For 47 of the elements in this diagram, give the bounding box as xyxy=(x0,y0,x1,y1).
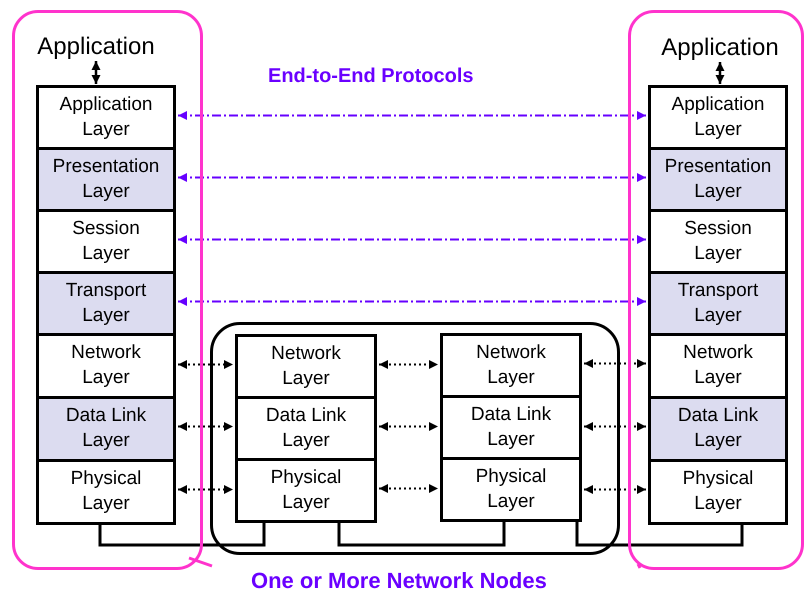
layer-box: Session Layer xyxy=(36,209,176,274)
arrow xyxy=(379,484,438,493)
leader-line xyxy=(188,556,212,568)
arrow xyxy=(716,62,724,84)
layer-box: Data Link Layer xyxy=(440,395,582,460)
network-node-outline xyxy=(210,322,620,555)
arrow xyxy=(584,359,646,368)
arrow xyxy=(178,422,233,431)
link-line xyxy=(338,522,506,546)
arrow xyxy=(584,485,646,494)
arrow xyxy=(178,485,233,494)
end-system-outline xyxy=(12,10,203,570)
arrow xyxy=(379,360,438,369)
layer-box: Transport Layer xyxy=(648,271,788,336)
end-system-outline xyxy=(628,10,804,570)
layer-box: Network Layer xyxy=(440,333,582,398)
arrow xyxy=(379,422,438,431)
layer-box: Session Layer xyxy=(648,209,788,274)
layer-box: Physical Layer xyxy=(648,459,788,525)
arrow xyxy=(584,422,646,431)
layer-box: Physical Layer xyxy=(235,458,377,523)
layer-box: Physical Layer xyxy=(440,457,582,522)
layer-box: Network Layer xyxy=(648,333,788,399)
layer-box: Application Layer xyxy=(36,85,176,150)
arrow xyxy=(178,360,233,369)
arrow xyxy=(178,173,646,182)
layer-box: Data Link Layer xyxy=(36,396,176,462)
link-line xyxy=(576,522,744,546)
arrow xyxy=(178,235,646,244)
arrow xyxy=(178,111,646,120)
application-label: Application xyxy=(36,30,156,64)
layer-box: Data Link Layer xyxy=(235,396,377,461)
layer-box: Network Layer xyxy=(235,334,377,399)
layer-box: Network Layer xyxy=(36,333,176,399)
diagram-title: End-to-End Protocols xyxy=(268,65,474,88)
layer-box: Presentation Layer xyxy=(648,147,788,212)
layer-box: Presentation Layer xyxy=(36,147,176,212)
arrow xyxy=(178,297,646,306)
layer-box: Transport Layer xyxy=(36,271,176,336)
leader-line xyxy=(636,563,642,569)
layer-box: Data Link Layer xyxy=(648,396,788,462)
arrow xyxy=(92,61,100,84)
link-line xyxy=(98,523,266,546)
application-label: Application xyxy=(660,31,780,65)
caption-label: One or More Network Nodes xyxy=(251,568,547,594)
layer-box: Application Layer xyxy=(648,85,788,150)
layer-box: Physical Layer xyxy=(36,459,176,525)
